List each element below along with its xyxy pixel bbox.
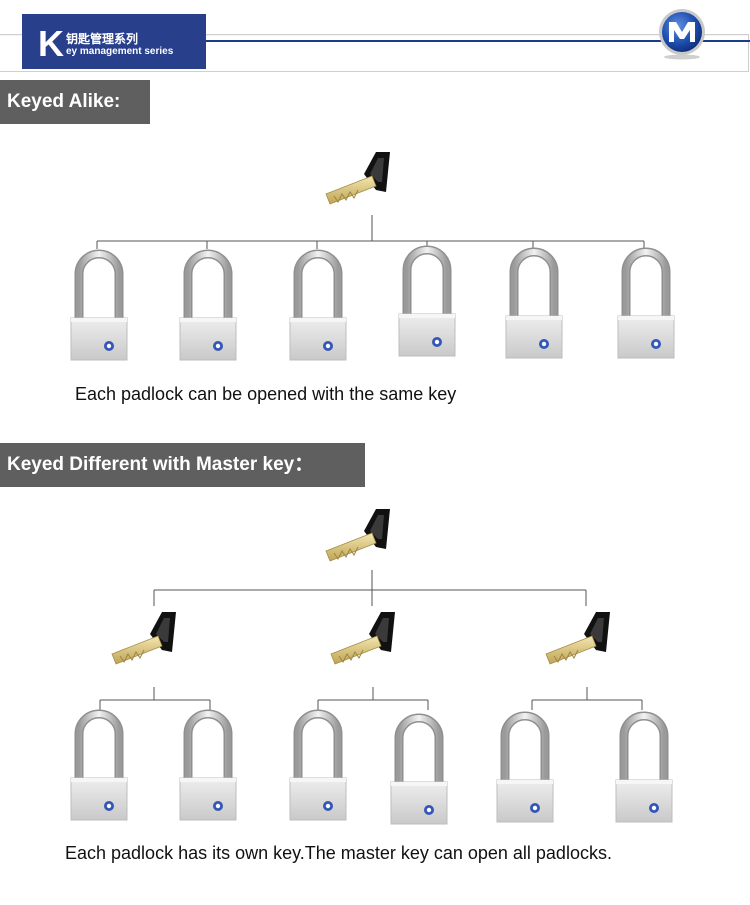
caption-master-key: Each padlock has its own key.The master … [65, 843, 612, 863]
brand-letter: K [38, 22, 64, 64]
padlock-icon [616, 716, 672, 822]
m-logo-icon [659, 9, 705, 60]
section-title-keyed-alike: Keyed Alike: [0, 80, 150, 124]
key-icon [330, 611, 396, 665]
padlock-icon [399, 250, 455, 356]
caption-keyed-alike: Each padlock can be opened with the same… [75, 384, 457, 404]
header-accent-line [205, 40, 750, 42]
padlock-icon [71, 254, 127, 360]
padlock-icon [180, 714, 236, 820]
padlock-icon [180, 254, 236, 360]
brand-text: 钥匙管理系列 ey management series [66, 32, 173, 58]
brand-title-cn: 钥匙管理系列 [66, 31, 139, 46]
padlock-icon [506, 252, 562, 358]
key-icon [111, 611, 177, 665]
padlock-icon [497, 716, 553, 822]
connector-lines-master [99, 570, 643, 710]
brand-banner: K 钥匙管理系列 ey management series [22, 14, 206, 69]
key-icon [545, 611, 611, 665]
padlock-icon [618, 252, 674, 358]
padlock-icon [391, 718, 447, 824]
connector-lines-alike [96, 215, 645, 249]
section-title-master-key: Keyed Different with Master key： [0, 443, 365, 487]
key-icon [325, 151, 391, 205]
brand-title-en: ey management series [66, 45, 174, 57]
master-key-icon [325, 508, 391, 562]
padlock-icon [71, 714, 127, 820]
padlock-icon [290, 254, 346, 360]
padlock-icon [290, 714, 346, 820]
